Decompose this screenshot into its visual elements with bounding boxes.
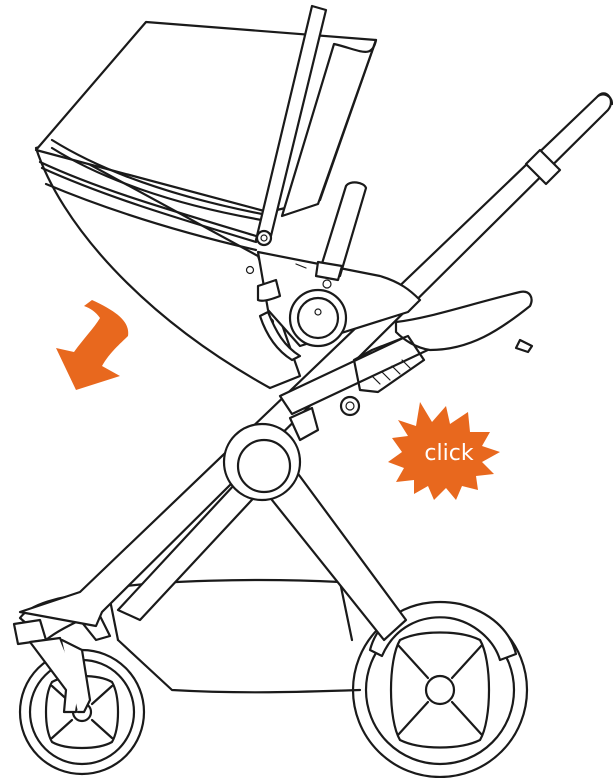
rear-wheel bbox=[351, 600, 529, 778]
burst-shape bbox=[388, 402, 500, 500]
stroller-frame bbox=[18, 92, 613, 642]
curved-arrow-down-icon bbox=[56, 300, 129, 390]
click-label: click bbox=[424, 441, 473, 466]
arrow-shape bbox=[56, 300, 129, 390]
starburst-icon: click bbox=[388, 402, 500, 500]
seat-unit bbox=[34, 4, 422, 390]
